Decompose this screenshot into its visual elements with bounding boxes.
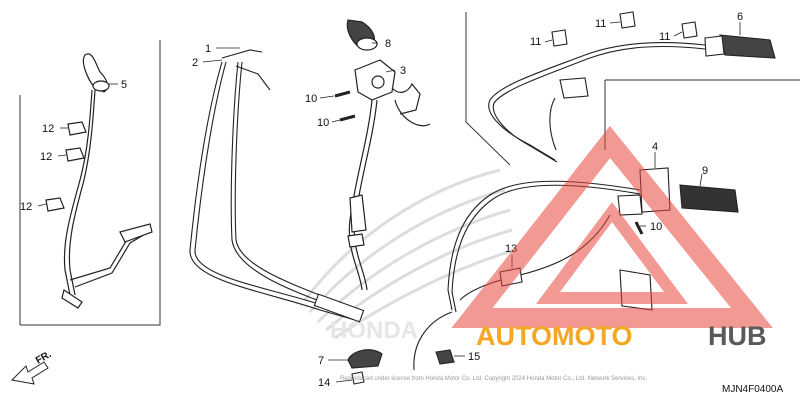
callout-15: 15 [468,351,480,363]
watermark-triangle-icon [451,125,773,328]
callout-12a: 12 [42,123,54,135]
bottom-small-parts [347,349,455,385]
callout-1: 1 [205,43,211,55]
callout-7: 7 [318,355,324,367]
callout-11a: 11 [530,36,541,48]
diagram-code: MJN4F0400A [722,384,783,395]
panel-borders [19,12,800,326]
callout-10a: 10 [305,93,317,105]
copyright-text: Reproduced under license from Honda Moto… [340,376,647,382]
callout-14: 14 [318,377,330,389]
callout-12b: 12 [40,151,52,163]
callout-9: 9 [702,165,708,177]
callout-10c: 10 [650,221,662,233]
watermark: AUTOMOTO HUB [451,125,773,351]
callout-11c: 11 [659,31,670,43]
callout-10b: 10 [317,117,329,129]
callout-6: 6 [737,11,743,23]
watermark-word-orange: AUTOMOTO [476,321,633,351]
callout-2: 2 [192,57,198,69]
direction-label: FR. [34,349,54,367]
right-upper-harness [488,11,776,163]
callout-11b: 11 [595,18,606,30]
left-grip-assembly [45,53,153,309]
svg-text:HONDA: HONDA [330,317,418,344]
callout-12c: 12 [20,201,32,213]
front-direction-indicator: FR. [10,349,54,385]
callout-5: 5 [121,79,127,91]
callout-4: 4 [652,141,658,153]
leader-lines [37,21,741,383]
center-throttle-assembly [334,19,431,291]
throttle-cables [189,49,365,323]
front-arrow-icon [10,361,49,385]
callout-8: 8 [385,38,391,50]
callouts: 1 2 3 4 5 6 7 8 9 10 10 10 11 11 11 12 1… [20,11,743,389]
watermark-word-gray: HUB [708,321,767,351]
callout-3: 3 [400,65,406,77]
